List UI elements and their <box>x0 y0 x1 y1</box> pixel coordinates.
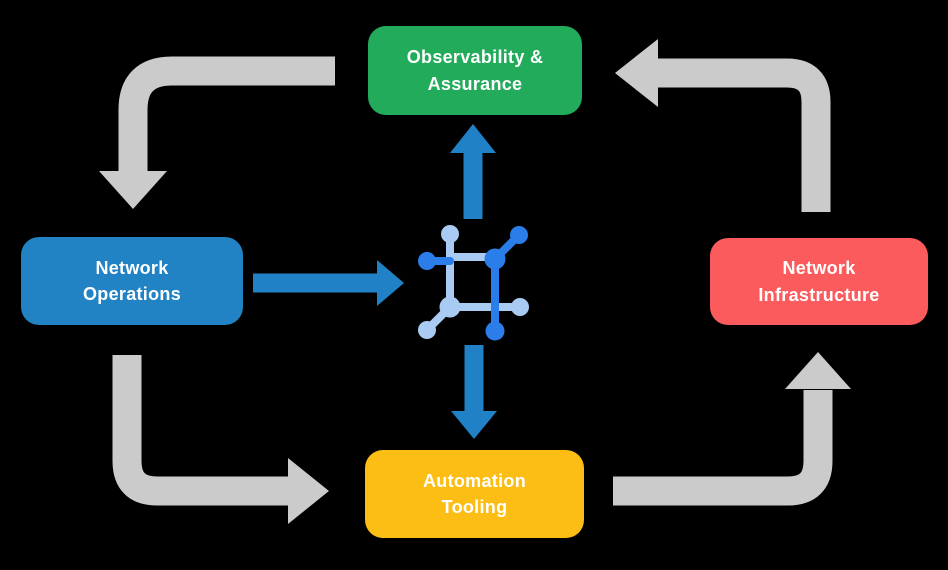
box-observability-assurance: Observability & Assurance <box>368 26 582 115</box>
box-network-infrastructure: Network Infrastructure <box>710 238 928 325</box>
box-label-line: Network <box>782 258 856 279</box>
box-network-operations: Network Operations <box>21 237 243 325</box>
arrow-center-to-observability <box>450 124 496 219</box>
arrow-operations-to-tooling <box>112 355 329 524</box>
arrow-infrastructure-to-observability <box>615 39 831 212</box>
arrow-tooling-to-infrastructure <box>613 352 851 506</box>
arrow-center-to-tooling <box>451 345 497 439</box>
network-automation-icon <box>418 225 529 341</box>
box-automation-tooling: Automation Tooling <box>365 450 584 538</box>
box-label-line: Operations <box>82 284 182 304</box>
box-label-line: Assurance <box>427 73 523 94</box>
box-label-line: Network <box>95 257 169 278</box>
arrow-operations-to-center <box>253 260 404 306</box>
box-label-line: Infrastructure <box>758 284 880 305</box>
box-label-line: Tooling <box>441 497 508 517</box>
box-label-line: Automation <box>423 470 526 491</box>
arrow-observability-to-operations <box>99 56 335 209</box>
box-label-line: Observability & <box>406 47 544 68</box>
